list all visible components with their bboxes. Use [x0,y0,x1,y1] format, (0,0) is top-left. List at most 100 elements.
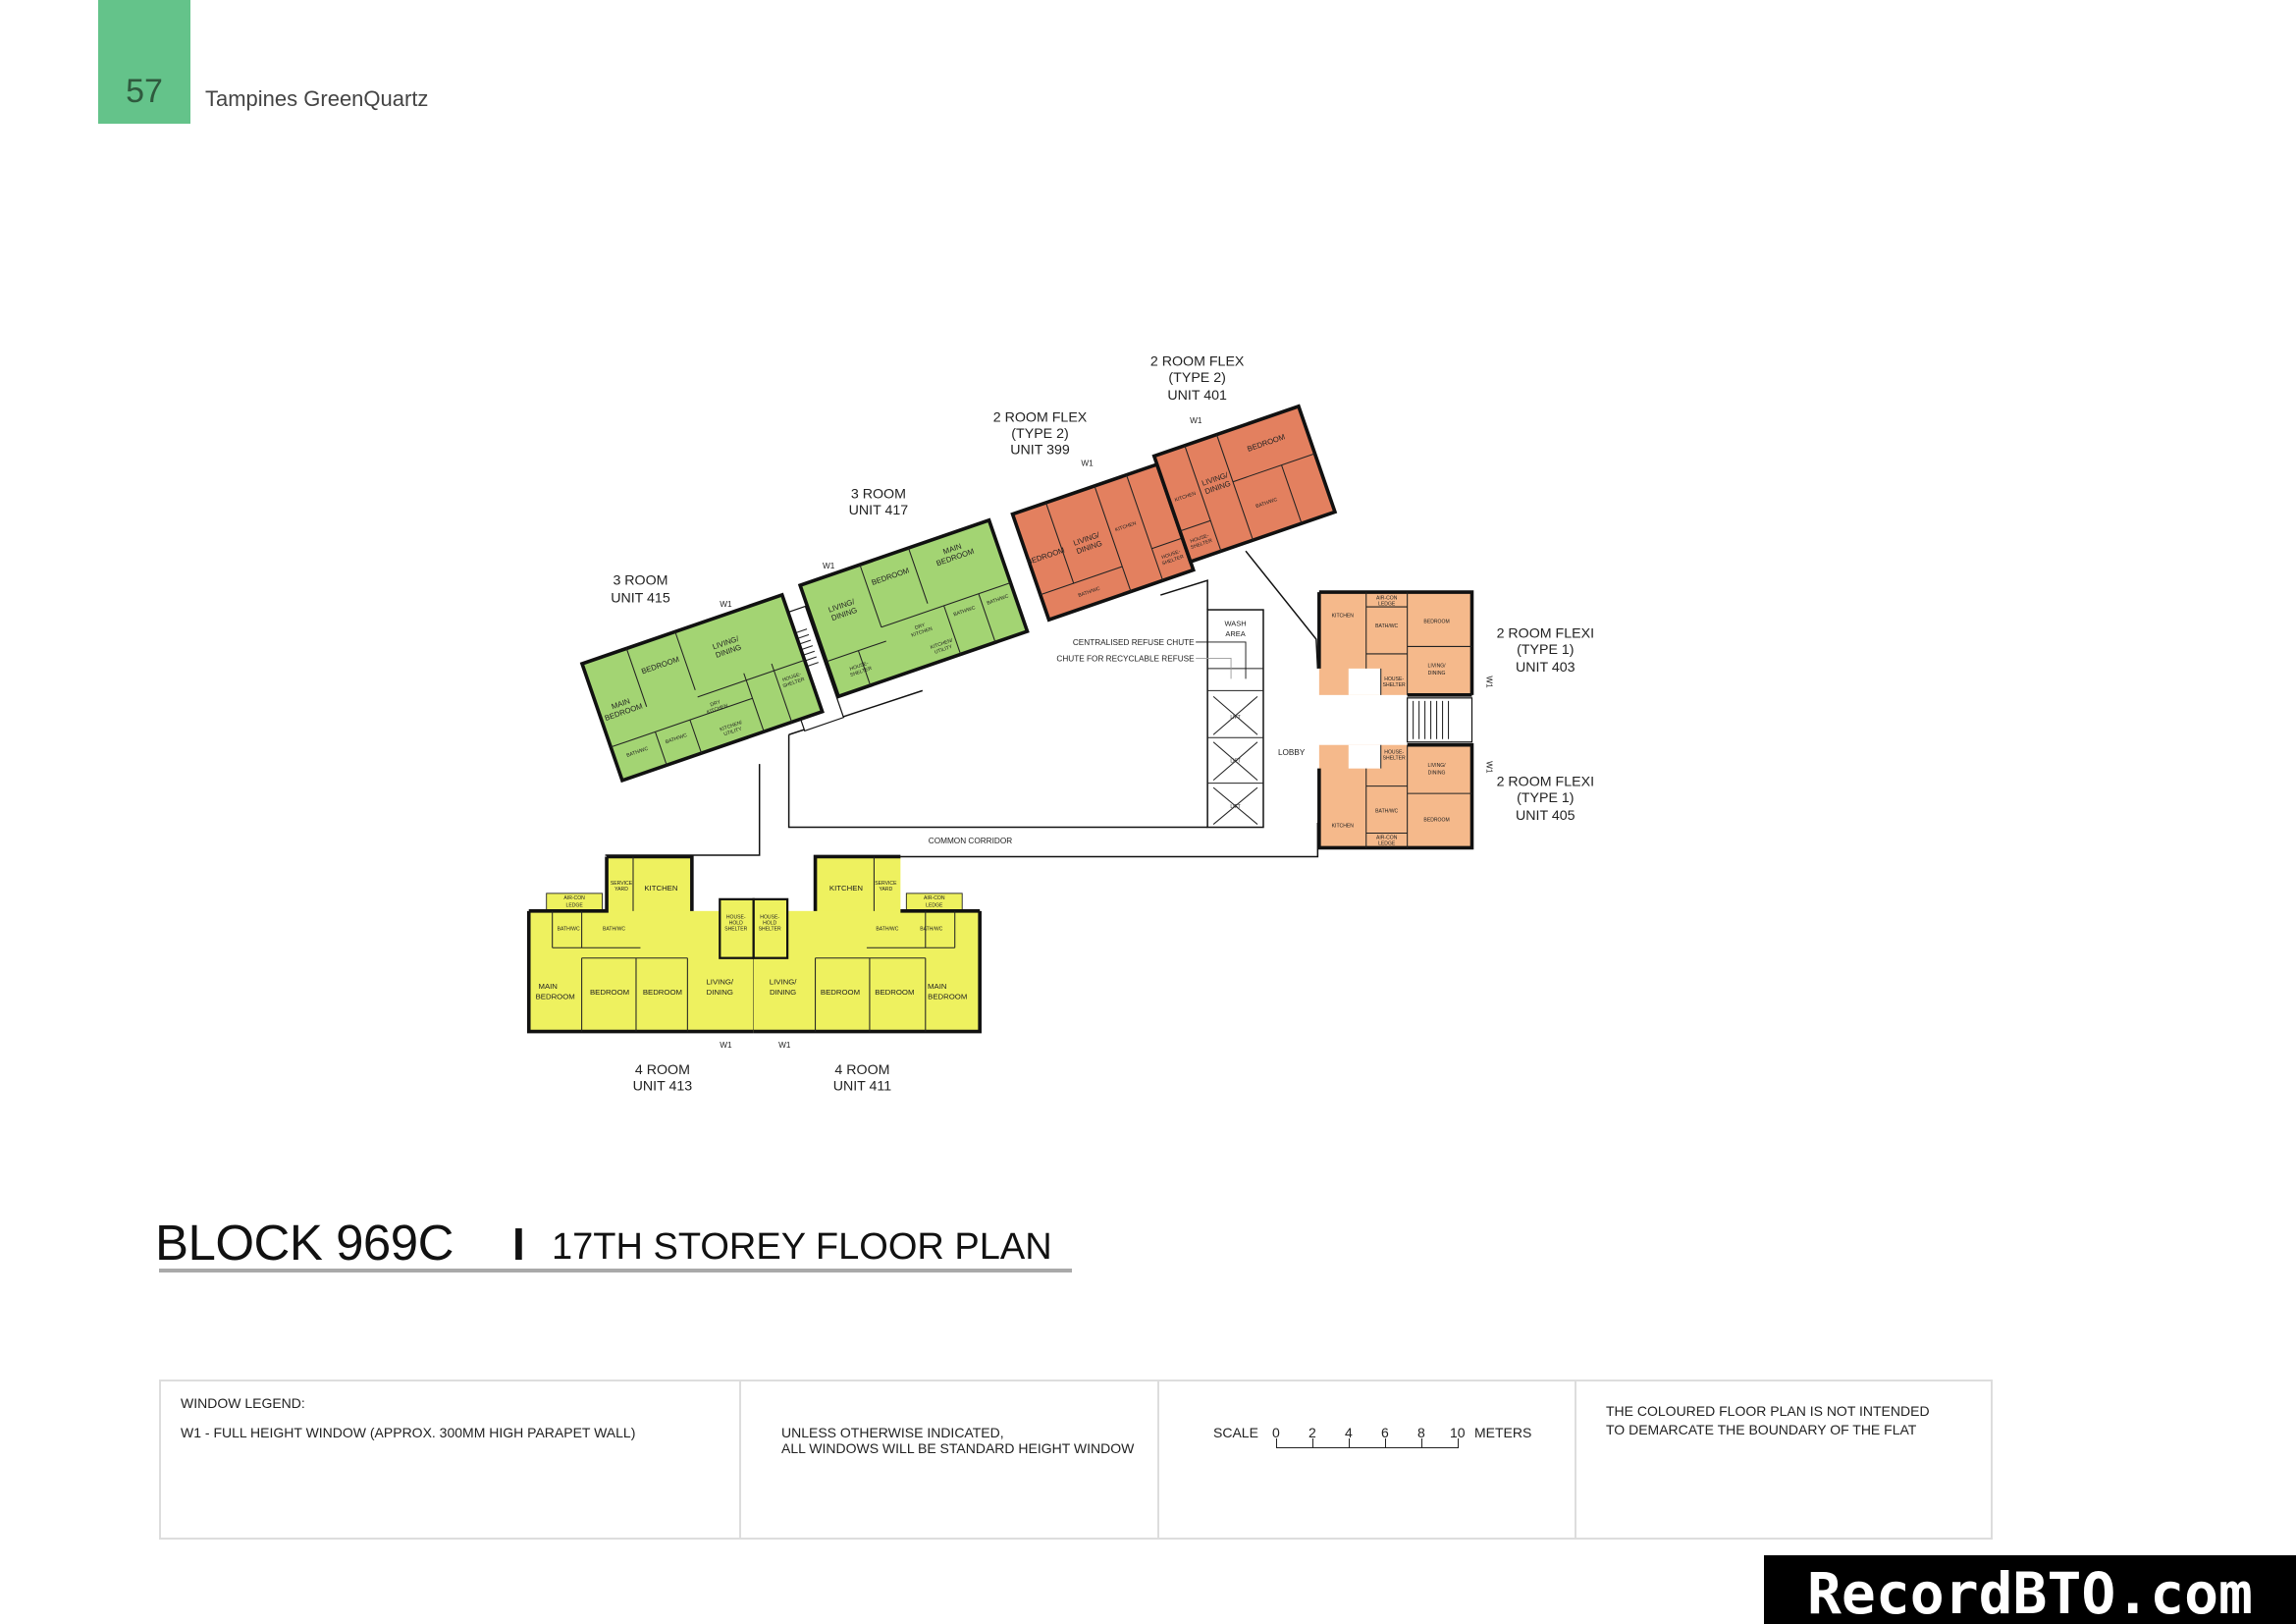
block-title: BLOCK 969C [155,1215,454,1271]
unit-415-number: UNIT 415 [611,591,670,607]
room-label: HOUSE- [726,914,746,920]
unit-411[interactable]: KITCHEN SERVICE YARD AIR-CON LEDGE BATH/… [752,854,982,1034]
unit-417[interactable]: LIVING/ DINING BEDROOM MAIN BEDROOM DRY … [797,517,1030,699]
scale-label: SCALE [1213,1425,1258,1440]
room-label: YARD [880,887,893,893]
w1-description: W1 - FULL HEIGHT WINDOW (APPROX. 300MM H… [181,1425,636,1440]
lift-label-2: LIFT [1230,759,1240,765]
window-tag: W1 [1484,676,1493,688]
room-label: BEDROOM [928,993,967,1001]
unit-411-type: 4 ROOM [834,1062,889,1078]
unit-403-type: 2 ROOM FLEXI [1497,625,1594,641]
room-label: LEDGE [1378,840,1396,846]
unit-403[interactable]: KITCHEN BATH/WC AIR-CON LEDGE BEDROOM LI… [1317,590,1474,697]
window-legend-heading: WINDOW LEGEND: [181,1395,305,1411]
legend-box [159,1380,1993,1540]
lift-core: WASH AREA LIFT LIFT LIFT [1196,609,1264,829]
legend-divider [1575,1380,1576,1540]
room-label: KITCHEN [1332,824,1355,830]
room-label: LIVING/ [1428,763,1447,769]
legend-divider [1157,1380,1159,1540]
unit-403-number: UNIT 403 [1516,660,1575,676]
room-label: DINING [1428,771,1446,777]
room-label: SHELTER [1383,682,1406,688]
unit-399-subtype: (TYPE 2) [1011,426,1068,442]
window-note-2: ALL WINDOWS WILL BE STANDARD HEIGHT WIND… [781,1440,1135,1456]
room-label: HOLD [763,920,776,926]
scale-tick [1385,1438,1386,1448]
room-label: BATH/WC [876,926,898,932]
room-label: BATH/WC [1375,809,1398,815]
wash-area-label-2: AREA [1225,629,1245,638]
room-label: DINING [707,988,733,997]
lift-label-3: LIFT [1230,804,1240,810]
scale-tick-label: 2 [1308,1425,1316,1440]
wash-area-label: WASH [1224,620,1246,628]
room-label: BEDROOM [590,988,629,997]
room-label: YARD [614,887,628,893]
room-label: DINING [1428,671,1446,677]
scale-tick [1349,1438,1350,1448]
room-label: SHELTER [759,926,781,932]
disclaimer-2: TO DEMARCATE THE BOUNDARY OF THE FLAT [1606,1422,1917,1437]
room-label: SHELTER [1383,756,1406,762]
room-label: KITCHEN [829,884,863,893]
room-label: DRY [710,699,722,708]
unit-401-type: 2 ROOM FLEX [1150,354,1245,370]
window-tag: W1 [778,1041,791,1050]
room-label: BATH/WC [558,926,580,932]
scale-tick-label: 6 [1381,1425,1389,1440]
scale-tick-label: 8 [1417,1425,1425,1440]
window-tag: W1 [1081,459,1094,467]
scale-tick [1312,1438,1313,1448]
room-label: SERVICE [611,881,633,887]
unit-405[interactable]: KITCHEN BATH/WC AIR-CON LEDGE BEDROOM LI… [1317,742,1474,850]
window-tag: W1 [1484,761,1493,774]
scale-tick [1421,1438,1422,1448]
room-label: BATH/WC [603,926,625,932]
room-label: BATH/WC [1375,623,1398,629]
scale-tick [1276,1438,1277,1448]
lift-label-1: LIFT [1230,715,1240,721]
room-label: KITCHEN [644,884,677,893]
unit-399-number: UNIT 399 [1010,442,1070,458]
legend-divider [739,1380,741,1540]
unit-401[interactable]: KITCHEN LIVING/ DINING BEDROOM BATH/WC H… [1151,404,1338,565]
scale-tick-label: 4 [1345,1425,1353,1440]
window-note-1: UNLESS OTHERWISE INDICATED, [781,1425,1004,1440]
room-label: AIR-CON [1376,596,1398,602]
unit-405-type: 2 ROOM FLEXI [1497,775,1594,790]
unit-413[interactable]: SERVICE YARD KITCHEN AIR-CON LEDGE BATH/… [526,854,755,1034]
window-tag: W1 [823,562,835,570]
unit-399-type: 2 ROOM FLEX [993,409,1088,425]
room-label: LIVING/ [1428,663,1447,669]
window-tag: W1 [1190,416,1202,425]
scale-tick [1458,1438,1459,1448]
room-label: HOUSE- [1384,750,1404,756]
room-label: HOUSE- [760,914,779,920]
unit-401-subtype: (TYPE 2) [1168,370,1225,386]
unit-405-number: UNIT 405 [1516,808,1575,824]
room-label: DRY [914,623,927,631]
room-label: AIR-CON [563,895,585,901]
window-tag: W1 [720,1041,732,1050]
unit-413-type: 4 ROOM [635,1062,690,1078]
room-label: MAIN [928,982,946,991]
room-label: BEDROOM [1423,620,1449,625]
room-label: BEDROOM [643,988,682,997]
unit-415[interactable]: MAIN BEDROOM BEDROOM LIVING/ DINING BATH… [579,592,825,784]
page-number: 57 [126,73,163,110]
room-label: SHELTER [724,926,747,932]
room-label: LEDGE [926,902,943,908]
unit-405-subtype: (TYPE 1) [1517,790,1574,806]
room-label: SERVICE [875,881,897,887]
unit-411-number: UNIT 411 [833,1078,892,1094]
room-label: AIR-CON [1376,836,1398,841]
unit-417-type: 3 ROOM [851,486,906,502]
room-label: MAIN [538,982,557,991]
room-label: DINING [770,988,796,997]
recycle-chute-label: CHUTE FOR RECYCLABLE REFUSE [1056,654,1195,663]
scale-tick-label: 10 [1450,1425,1466,1440]
room-label: KITCHEN [1332,614,1355,620]
room-label: HOUSE- [1384,677,1404,682]
